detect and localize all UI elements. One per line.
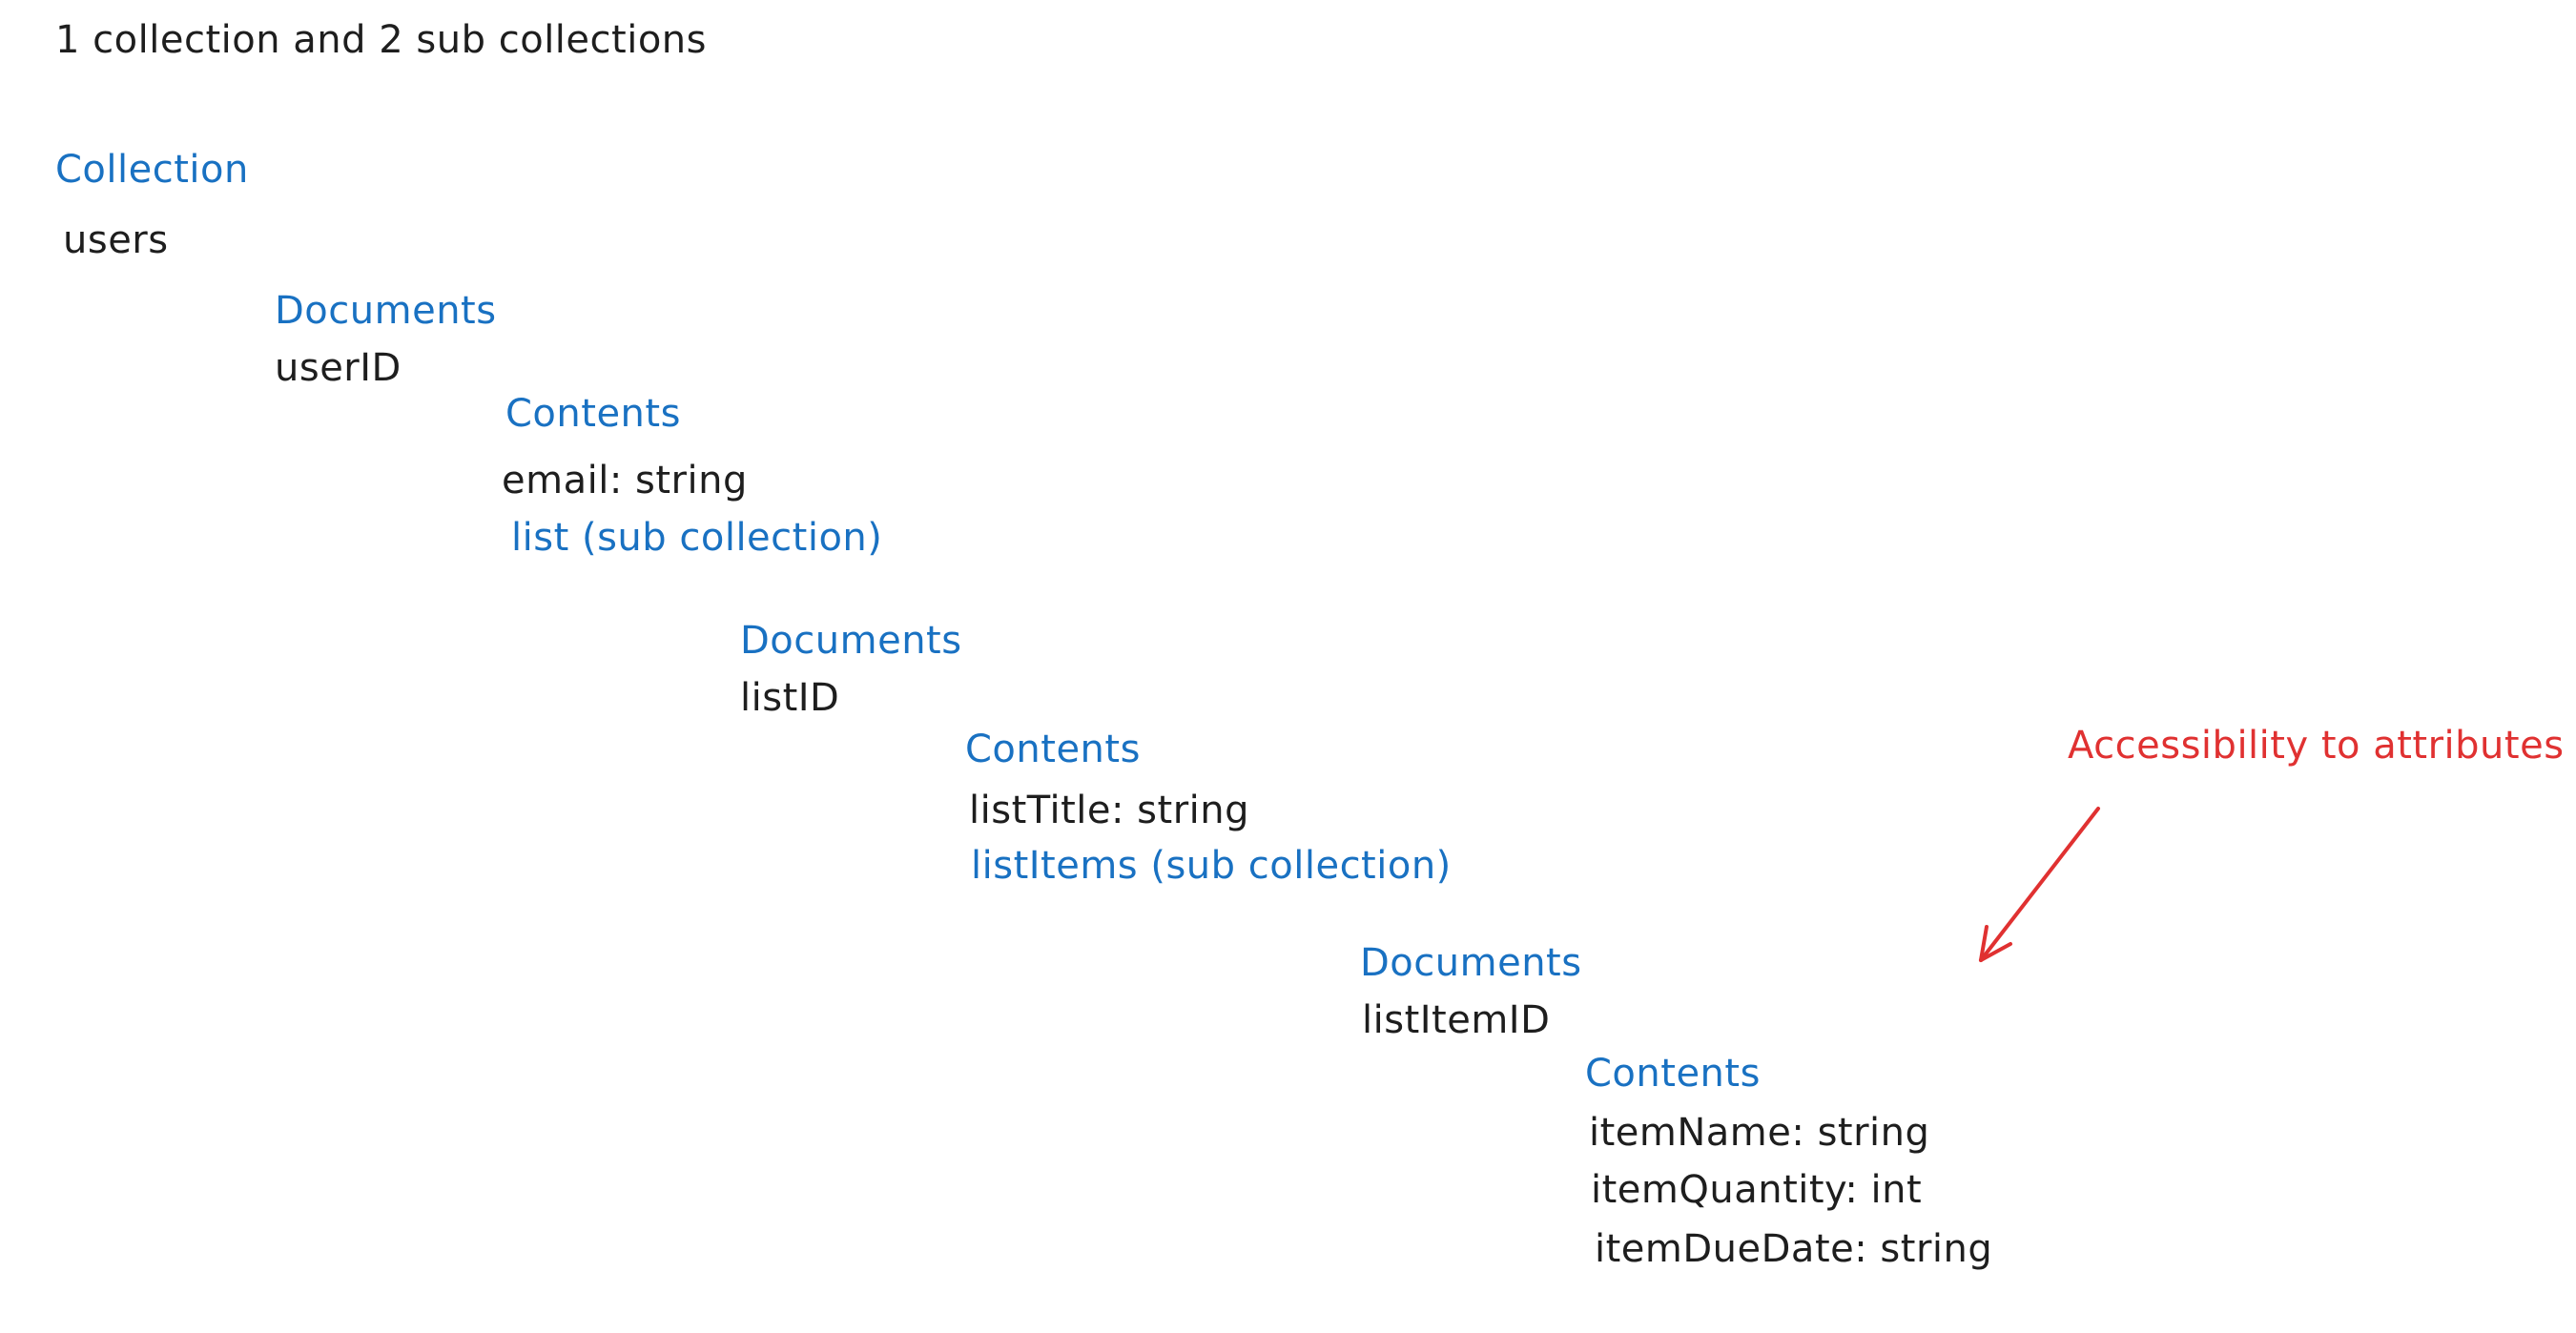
level1-field: email: string — [502, 459, 748, 502]
level2-field: listTitle: string — [969, 789, 1249, 832]
diagram-title: 1 collection and 2 sub collections — [55, 18, 707, 62]
collection-heading: Collection — [55, 148, 249, 192]
level3-field-2: itemQuantity: int — [1591, 1168, 1923, 1212]
annotation-arrow — [1979, 807, 2100, 962]
annotation-text: Accessibility to attributes — [2068, 724, 2565, 768]
level2-document-id: listID — [740, 676, 840, 720]
level3-document-id: listItemID — [1362, 998, 1551, 1042]
level3-contents-heading: Contents — [1585, 1052, 1761, 1096]
level2-subcollection: listItems (sub collection) — [971, 844, 1452, 888]
level3-field-1: itemName: string — [1589, 1111, 1930, 1155]
level1-subcollection: list (sub collection) — [511, 516, 883, 560]
level1-document-id: userID — [275, 346, 402, 390]
level2-contents-heading: Contents — [965, 728, 1141, 771]
level3-field-3: itemDueDate: string — [1595, 1227, 1993, 1271]
level3-documents-heading: Documents — [1360, 941, 1582, 985]
level1-documents-heading: Documents — [275, 289, 497, 333]
collection-name: users — [63, 218, 169, 262]
level2-documents-heading: Documents — [740, 619, 962, 663]
level1-contents-heading: Contents — [505, 392, 681, 436]
